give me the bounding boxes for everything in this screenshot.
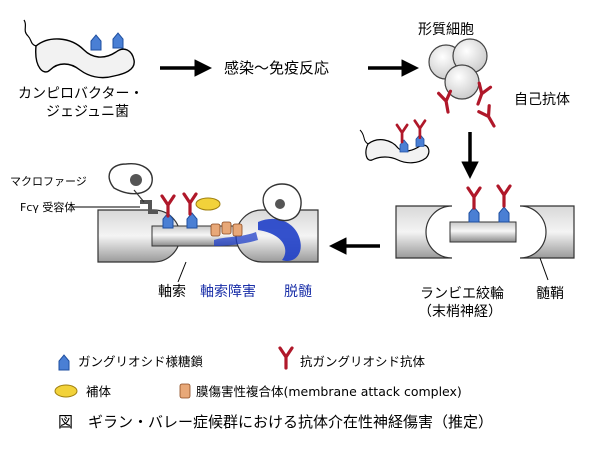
complement-icon: [195, 197, 221, 211]
legend-antibody-icon: [278, 346, 294, 370]
ranvier-label-2: （末梢神経）: [418, 304, 502, 320]
legend-ganglioside-icon: [58, 354, 70, 371]
fc-receptor-icon: [140, 200, 158, 214]
bacteria-label-1: カンピロバクター・: [18, 86, 144, 102]
ganglioside-icon: [112, 32, 124, 49]
macrophage-icon-right: [262, 183, 302, 222]
figure-caption: 図 ギラン・バレー症候群における抗体介在性神経傷害（推定）: [58, 413, 494, 431]
macrophage-icon: [108, 163, 153, 203]
small-bacterium-icon: [359, 119, 430, 164]
infection-label: 感染～免疫反応: [224, 59, 330, 77]
demyelination-mark: [258, 218, 301, 262]
legend-antibody-label: 抗ガングリオシド抗体: [300, 354, 426, 369]
fc-receptor-label: Fcγ 受容体: [20, 201, 76, 214]
legend-mac-label: 膜傷害性複合体(membrane attack complex): [196, 384, 462, 399]
macrophage-label: マクロファージ: [10, 175, 87, 188]
legend-ganglioside-label: ガングリオシド様糖鎖: [78, 354, 204, 369]
ranvier-node-right: [395, 184, 575, 281]
plasma-cell-label: 形質細胞: [418, 22, 474, 38]
myelin-label: 髄鞘: [536, 286, 564, 302]
legend-mac-icon: [179, 383, 191, 399]
demyelination-label: 脱髄: [284, 284, 312, 300]
axon-damage-label: 軸索障害: [200, 284, 256, 300]
axon-label: 軸索: [158, 284, 186, 300]
legend-complement-label: 補体: [86, 384, 112, 399]
autoantibody-label: 自己抗体: [514, 92, 570, 108]
plasma-cell-icon: [428, 38, 488, 100]
ranvier-node-left: [72, 183, 319, 283]
bacteria-label-2: ジェジュニ菌: [46, 104, 130, 120]
ranvier-label-1: ランビエ絞輪: [420, 286, 504, 302]
mac-icon: [210, 221, 243, 237]
ganglioside-icon: [90, 34, 102, 51]
bacterium-icon: [23, 19, 135, 79]
legend-complement-icon: [54, 384, 78, 398]
